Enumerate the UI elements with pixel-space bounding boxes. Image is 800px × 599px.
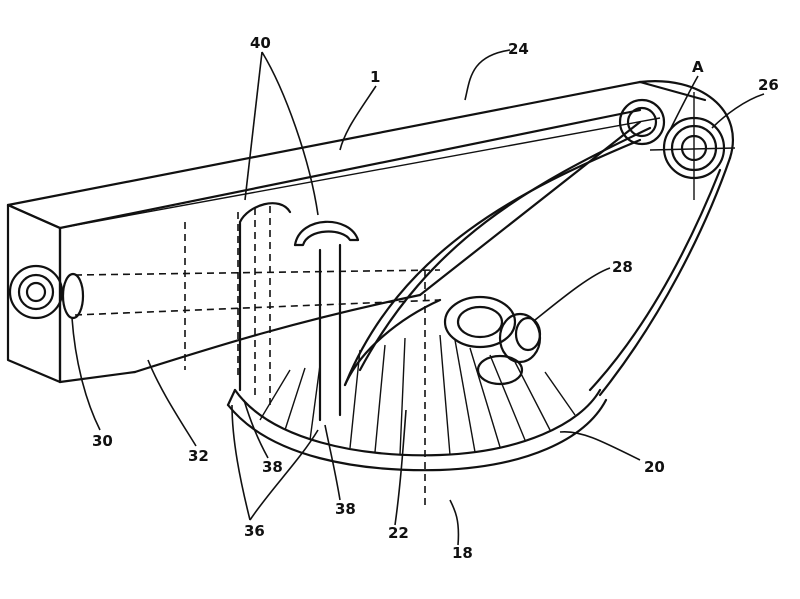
ref-label-a: A xyxy=(692,58,704,76)
ref-label-18: 18 xyxy=(452,544,473,562)
ref-label-1: 1 xyxy=(370,68,380,86)
sector-wheel xyxy=(226,298,608,472)
drive-shaft-hidden xyxy=(74,206,441,510)
ref-label-20: 20 xyxy=(644,458,665,476)
leader-lines xyxy=(71,49,765,546)
ref-label-40: 40 xyxy=(250,34,271,52)
boom-beam xyxy=(6,80,707,384)
ref-label-38-right: 38 xyxy=(335,500,356,518)
ref-label-30: 30 xyxy=(92,432,113,450)
ref-label-26: 26 xyxy=(758,76,779,94)
ref-label-22: 22 xyxy=(388,524,409,542)
chain-loop xyxy=(343,126,732,397)
ref-label-28: 28 xyxy=(612,258,633,276)
ref-label-32: 32 xyxy=(188,447,209,465)
drive-gear-cluster xyxy=(443,295,542,386)
ref-label-24: 24 xyxy=(508,40,529,58)
ref-label-38-left: 38 xyxy=(262,458,283,476)
top-rollers xyxy=(618,80,736,200)
end-plate xyxy=(6,203,85,384)
support-posts xyxy=(238,202,360,422)
ref-label-36: 36 xyxy=(244,522,265,540)
